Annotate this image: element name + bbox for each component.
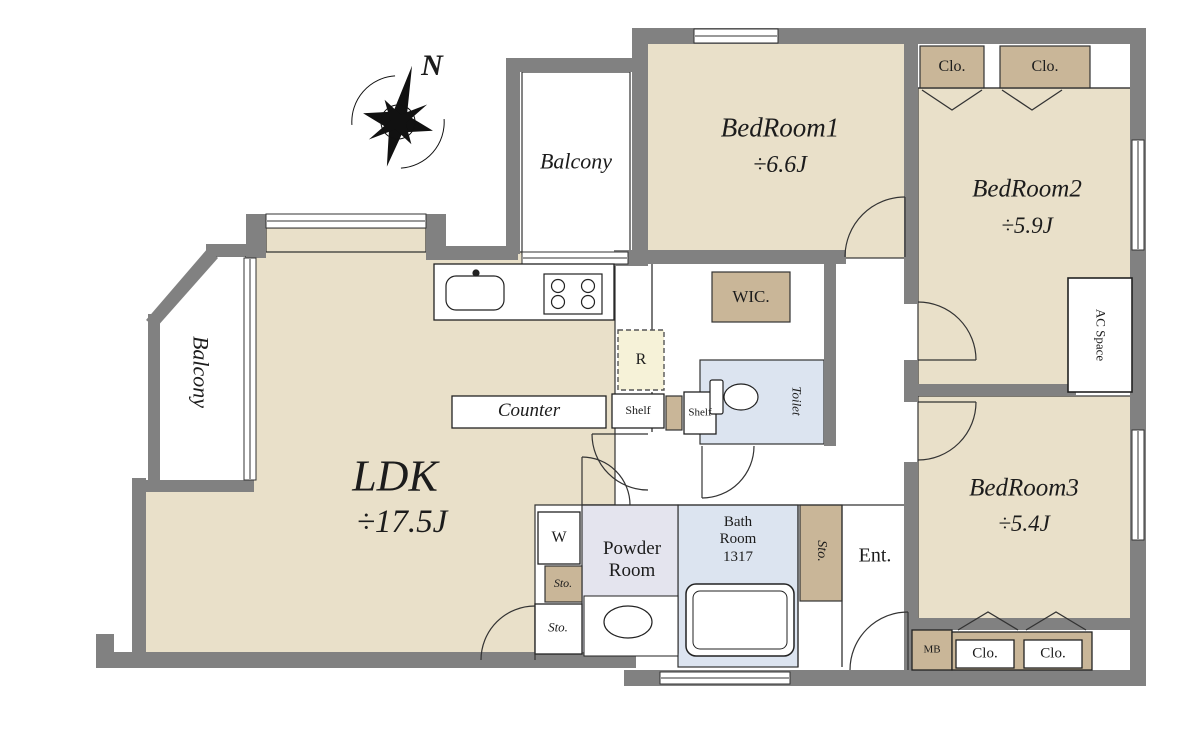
bedroom2-name: BedRoom2 (972, 175, 1082, 203)
toilet-label: Toilet (789, 386, 805, 416)
balcony-top-label: Balcony (539, 148, 613, 174)
washer-label: W (551, 528, 567, 546)
storage-powder-lower-label: Sto. (548, 619, 568, 635)
balcony-left-label: Balcony (188, 335, 214, 409)
sink-icon (445, 269, 505, 311)
bedroom2-area: ÷5.9J (1001, 212, 1053, 238)
wic-label: WIC. (732, 287, 770, 307)
closet-top-right-label: Clo. (1031, 57, 1059, 75)
shelf-left-label: Shelf (625, 403, 651, 418)
ac-space-label: AC Space (1093, 308, 1109, 362)
bathtub-icon (685, 583, 795, 657)
powder-room-label: Powder Room (602, 538, 662, 581)
meter-box-label: MB (923, 643, 941, 656)
ldk-area: ÷17.5J (356, 504, 448, 541)
counter-label: Counter (497, 400, 561, 422)
compass-icon (351, 65, 445, 169)
bedroom3-area: ÷5.4J (998, 510, 1050, 536)
toilet-icon (709, 379, 759, 415)
shelf-right-label: Shelf (688, 406, 712, 419)
ldk-name: LDK (352, 451, 438, 501)
storage-powder-upper-label: Sto. (553, 576, 573, 591)
bedroom1-name: BedRoom1 (720, 112, 840, 143)
room-fills (137, 39, 1133, 668)
refrigerator-label: R (635, 350, 647, 368)
windows (243, 28, 1145, 685)
entrance-label: Ent. (858, 544, 892, 567)
closet-top-left-label: Clo. (938, 57, 966, 75)
compass-north-label: N (421, 48, 443, 82)
washbasin-icon (603, 605, 653, 639)
closet-bottom-right-label: Clo. (1040, 645, 1066, 662)
bedroom1-area: ÷6.6J (753, 152, 807, 179)
bedroom3-name: BedRoom3 (969, 474, 1079, 502)
ac-space-box (1067, 277, 1133, 393)
door-arcs (480, 196, 977, 671)
stove-icon (543, 273, 603, 315)
refrigerator-box (617, 329, 665, 391)
closet-bottom-left-label: Clo. (972, 645, 998, 662)
bath-room-label: Bath Room 1317 (719, 514, 757, 565)
storage-hall-label: Sto. (814, 540, 830, 562)
